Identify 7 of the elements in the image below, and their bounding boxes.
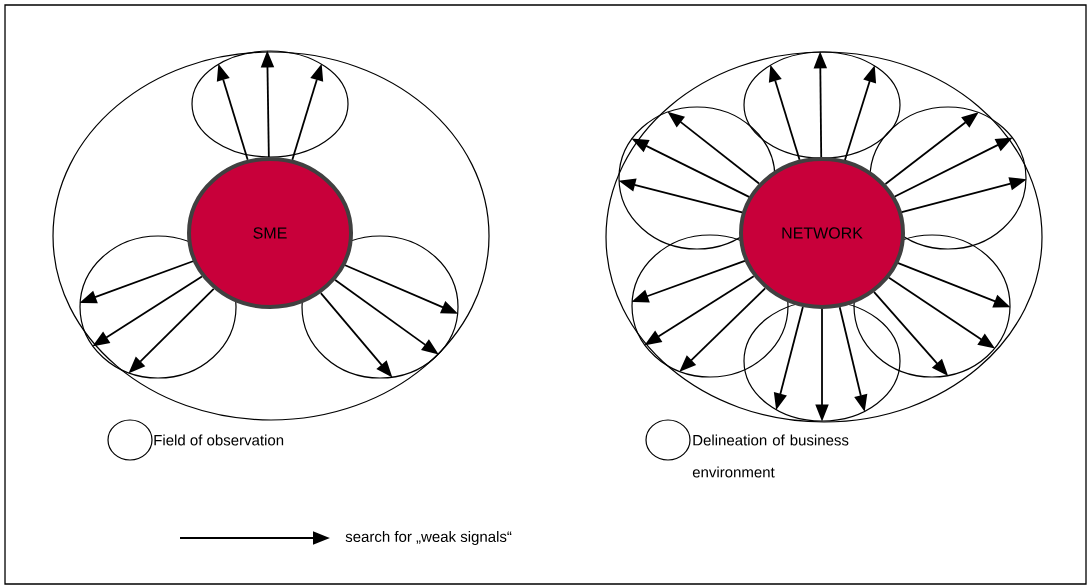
legend-label: Delineation of business environment [692,434,849,478]
field-circle [743,51,901,159]
field-circle [191,50,349,158]
legend-label: search for „weak signals“ [345,531,512,545]
legend-label: Field of observation [154,434,284,446]
boundary-ellipse [605,51,1043,423]
boundary-ellipse [52,51,490,421]
